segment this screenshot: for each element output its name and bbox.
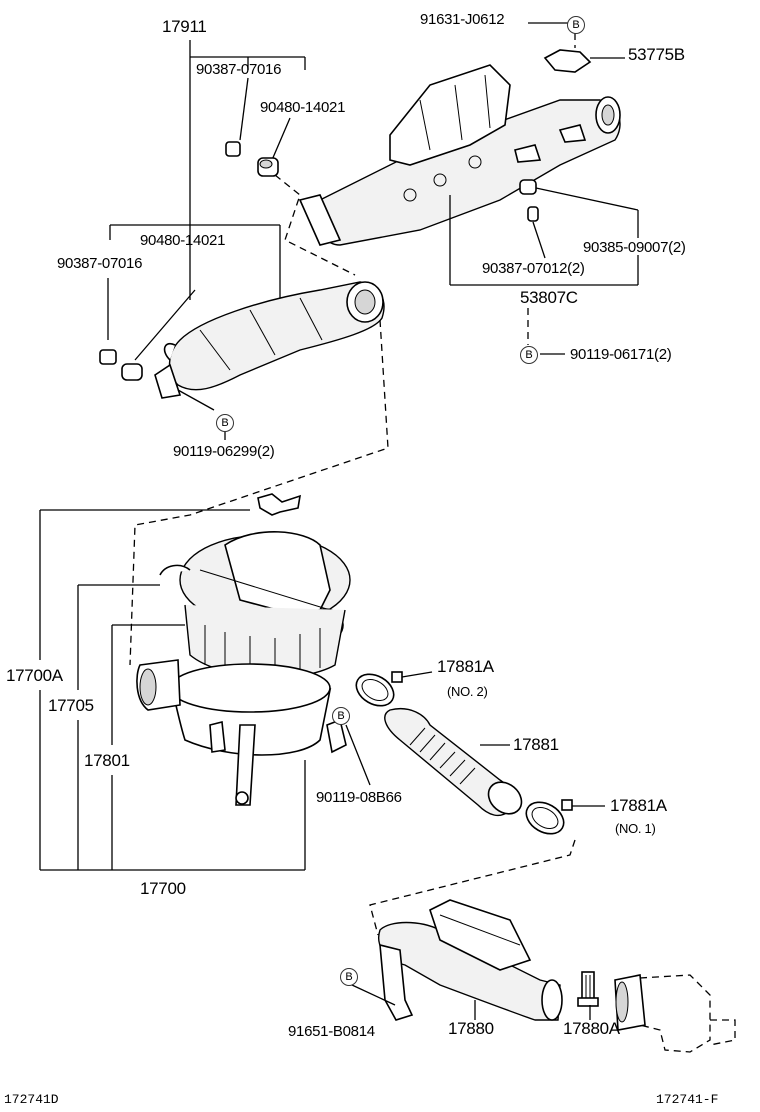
label-17881A-no2: 17881A bbox=[437, 657, 494, 676]
label-90387-07016-mid: 90387-07016 bbox=[57, 255, 143, 272]
label-90480-14021-top: 90480-14021 bbox=[260, 99, 346, 116]
cap-90387-07016-top bbox=[225, 141, 241, 157]
leader-lines-17911 bbox=[107, 40, 306, 361]
label-90119-08B66: 90119-08B66 bbox=[316, 789, 402, 806]
clamp-17881A-no1 bbox=[525, 799, 573, 835]
bolt-marker-icon: B bbox=[520, 346, 538, 364]
label-no2: (NO. 2) bbox=[447, 684, 488, 699]
cap-90387-07016-mid bbox=[99, 349, 117, 365]
grommet-90385-09007 bbox=[519, 179, 537, 195]
air-cleaner-17700 bbox=[136, 493, 351, 806]
hose-17881 bbox=[384, 708, 523, 817]
clamp-17881A-no2 bbox=[355, 671, 403, 707]
leader-lines-17700 bbox=[39, 509, 371, 871]
label-17880A: 17880A bbox=[563, 1019, 620, 1038]
bolt-marker-icon: B bbox=[340, 968, 358, 986]
label-91631-J0612: 91631-J0612 bbox=[420, 11, 505, 28]
label-17911: 17911 bbox=[162, 17, 207, 36]
bolt-marker-icon: B bbox=[216, 414, 234, 432]
grommet-90480-14021-mid bbox=[121, 363, 143, 381]
label-17881A-no1: 17881A bbox=[610, 796, 667, 815]
duct-17880 bbox=[378, 899, 563, 1021]
throttle-elbow bbox=[614, 974, 736, 1053]
bolt-marker-icon: B bbox=[332, 707, 350, 725]
label-17705: 17705 bbox=[48, 696, 94, 715]
label-91651-B0814: 91651-B0814 bbox=[288, 1023, 375, 1040]
intake-duct-17911 bbox=[154, 281, 385, 399]
diagram-code-left: 172741D bbox=[4, 1092, 59, 1107]
label-17801: 17801 bbox=[84, 751, 130, 770]
label-17881: 17881 bbox=[513, 735, 559, 754]
label-17880: 17880 bbox=[448, 1019, 494, 1038]
clip-17880A bbox=[577, 971, 599, 1007]
label-53775B: 53775B bbox=[628, 45, 685, 64]
label-17700: 17700 bbox=[140, 879, 186, 898]
air-inlet-53807C bbox=[298, 64, 621, 246]
label-90119-06299: 90119-06299(2) bbox=[173, 443, 275, 460]
cap-90387-07012 bbox=[527, 206, 539, 222]
label-90385-09007: 90385-09007(2) bbox=[583, 239, 686, 256]
clip-53775B bbox=[543, 49, 592, 73]
label-90387-07012: 90387-07012(2) bbox=[482, 260, 585, 277]
label-90480-14021-mid: 90480-14021 bbox=[140, 232, 226, 249]
label-90387-07016-top: 90387-07016 bbox=[196, 61, 282, 78]
label-17700A: 17700A bbox=[6, 666, 63, 685]
diagram-code-right: 172741-F bbox=[656, 1092, 719, 1107]
label-90119-06171: 90119-06171(2) bbox=[570, 346, 672, 363]
grommet-90480-14021-top bbox=[257, 157, 279, 177]
bolt-marker-icon: B bbox=[567, 16, 585, 34]
label-no1: (NO. 1) bbox=[615, 821, 656, 836]
label-53807C: 53807C bbox=[520, 288, 578, 307]
